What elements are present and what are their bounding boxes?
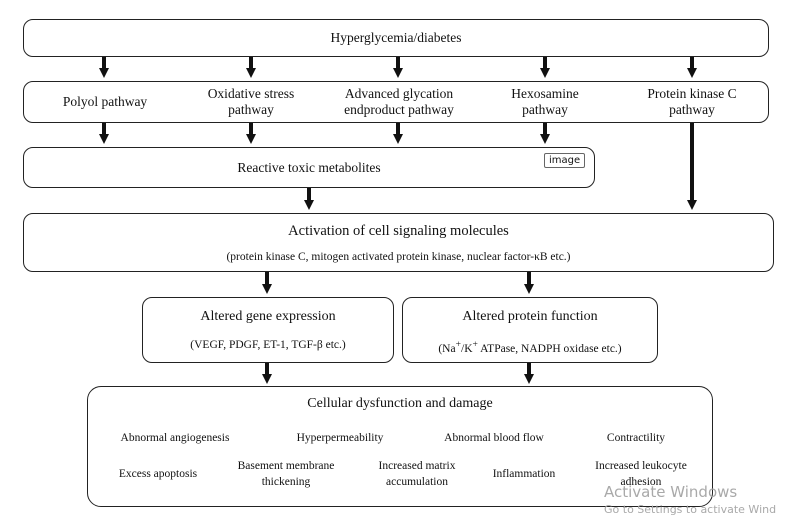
pathway-polyol: Polyol pathway (62, 94, 148, 109)
damage-item-contractility: Contractility (606, 432, 666, 444)
pathway-oxidative-stress: Oxidative stress pathway (207, 86, 295, 117)
protein-subtitle-sup2: + (472, 339, 478, 350)
image-badge: image (544, 153, 586, 168)
pathway-advanced-glycation: Advanced glycation endproduct pathway (344, 86, 454, 117)
protein-subtitle-pre: (Na (438, 342, 456, 355)
gene-expression-subtitle: (VEGF, PDGF, ET-1, TGF-β etc.) (190, 339, 346, 351)
damage-item-matrix-accumulation: Increased matrix accumulation (378, 460, 456, 488)
protein-function-subtitle: (Na+/K+ ATPase, NADPH oxidase etc.) (402, 337, 658, 357)
damage-item-hyperpermeability: Hyperpermeability (296, 432, 384, 444)
pathways-box (23, 81, 769, 123)
signaling-subtitle: (protein kinase C, mitogen activated pro… (226, 251, 571, 263)
gene-expression-box (142, 297, 394, 363)
hyperglycemia-label: Hyperglycemia/diabetes (330, 30, 462, 45)
protein-function-title: Altered protein function (462, 309, 598, 324)
hyperglycemia-box (23, 19, 769, 57)
damage-item-excess-apoptosis: Excess apoptosis (118, 468, 198, 480)
damage-item-abnormal-angiogenesis: Abnormal angiogenesis (120, 432, 230, 444)
signaling-title: Activation of cell signaling molecules (288, 223, 509, 239)
protein-function-box (402, 297, 658, 363)
pathway-protein-kinase-c: Protein kinase C pathway (647, 86, 737, 117)
damage-item-inflammation: Inflammation (492, 468, 556, 480)
damage-title: Cellular dysfunction and damage (307, 396, 493, 411)
metabolites-label: Reactive toxic metabolites (237, 160, 381, 175)
protein-subtitle-post: ATPase, NADPH oxidase etc.) (477, 342, 622, 355)
signaling-box (23, 213, 774, 272)
activate-windows-hint[interactable]: Go to Settings to activate Wind (604, 503, 777, 516)
damage-box (87, 386, 713, 507)
pathway-hexosamine: Hexosamine pathway (511, 86, 579, 117)
protein-subtitle-sup1: + (455, 339, 461, 350)
damage-item-abnormal-blood-flow: Abnormal blood flow (444, 432, 544, 444)
protein-subtitle-mid: /K (461, 342, 473, 355)
damage-item-basement-membrane: Basement membrane thickening (237, 460, 335, 488)
damage-item-leukocyte-adhesion: Increased leukocyte adhesion (595, 460, 687, 488)
metabolites-box (23, 147, 595, 188)
gene-expression-title: Altered gene expression (200, 309, 336, 324)
activate-windows-title: Activate Windows (604, 483, 738, 501)
